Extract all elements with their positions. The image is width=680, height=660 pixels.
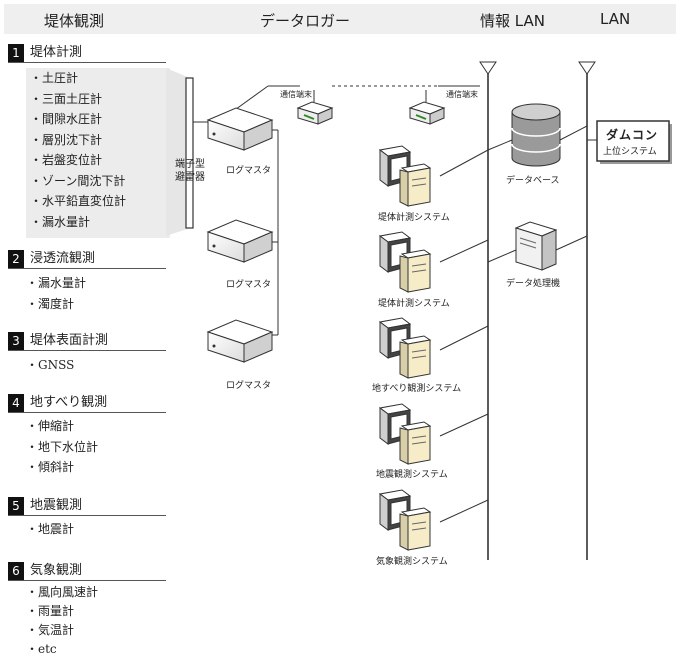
section-number: 2 xyxy=(8,250,24,268)
list-item: ・地震計 xyxy=(26,522,75,536)
antenna-icon xyxy=(479,61,497,75)
section-title: 浸透流観測 xyxy=(30,251,96,266)
system-label: 堤体計測システム xyxy=(378,299,450,309)
list-item: ・雨量計 xyxy=(26,604,75,618)
list-item: ・etc xyxy=(26,642,57,656)
link-line xyxy=(439,239,489,263)
section-title: 堤体計測 xyxy=(30,45,83,60)
section-5-header: 5 地震観測 xyxy=(8,497,166,516)
section-4-items: ・伸縮計 ・地下水位計 ・傾斜計 xyxy=(26,416,98,478)
system-label: 堤体計測システム xyxy=(378,213,450,223)
log-master-label: ログマスタ xyxy=(226,381,272,391)
workstation-icon xyxy=(378,403,432,465)
arrester-bar xyxy=(185,77,194,229)
section-2-items: ・漏水量計 ・濁度計 xyxy=(26,273,86,314)
log-master-icon xyxy=(206,219,274,263)
link-line xyxy=(439,413,489,437)
section-3-items: ・GNSS xyxy=(26,355,74,376)
link-line xyxy=(439,149,489,177)
link-line xyxy=(439,325,489,351)
section-2-header: 2 浸透流観測 xyxy=(8,250,166,269)
damcon-box xyxy=(596,120,670,162)
list-item: ・土圧計 xyxy=(30,71,79,85)
section-number: 3 xyxy=(8,332,24,350)
damcon-subtitle: 上位システム xyxy=(603,147,657,157)
link-line xyxy=(487,139,513,151)
list-item: ・ゾーン間沈下計 xyxy=(30,173,126,188)
section-3-header: 3 堤体表面計測 xyxy=(8,332,166,351)
system-label: 地すべり観測システム xyxy=(372,384,462,394)
list-item: ・間隙水圧計 xyxy=(30,112,103,126)
log-master-label: ログマスタ xyxy=(226,166,272,176)
list-item: ・気温計 xyxy=(26,623,75,637)
section-1-header: 1 堤体計測 xyxy=(8,44,166,63)
section-number: 5 xyxy=(8,497,24,515)
section-1-items: ・土圧計 ・三面土圧計 ・間隙水圧計 ・層別沈下計 ・岩盤変位計 ・ゾーン間沈下… xyxy=(26,68,170,238)
list-item: ・水平鉛直変位計 xyxy=(30,194,127,208)
header-bar xyxy=(4,4,676,34)
system-label: 気象観測システム xyxy=(376,557,448,567)
section-6-items: ・風向風速計 ・雨量計 ・気温計 ・etc xyxy=(26,583,98,659)
link-line xyxy=(231,85,269,113)
log-master-label: ログマスタ xyxy=(226,280,272,290)
comm-terminal-icon xyxy=(296,101,334,125)
list-item: ・三面土圧計 xyxy=(30,91,103,106)
antenna-icon xyxy=(578,61,596,75)
server-icon xyxy=(514,221,558,271)
list-item: ・層別沈下計 xyxy=(30,132,103,147)
section-title: 地すべり観測 xyxy=(30,395,108,410)
section-4-header: 4 地すべり観測 xyxy=(8,394,166,413)
database-label: データベース xyxy=(506,176,560,186)
header-col-mid: データロガー xyxy=(260,12,351,30)
log-master-icon xyxy=(206,319,274,363)
list-item: ・岩盤変位計 xyxy=(30,153,103,167)
header-col-left: 堤体観測 xyxy=(44,12,105,30)
section-title: 堤体表面計測 xyxy=(30,333,109,348)
section-title: 気象観測 xyxy=(30,563,83,578)
workstation-icon xyxy=(378,231,432,293)
processor-label: データ処理機 xyxy=(506,279,561,289)
list-item: ・傾斜計 xyxy=(26,460,75,474)
link-line xyxy=(487,249,517,263)
section-title: 地震観測 xyxy=(30,498,83,513)
header-col-lan: LAN xyxy=(600,10,631,28)
section-number: 4 xyxy=(8,394,24,412)
comm-terminal-icon xyxy=(408,101,446,125)
section-5-items: ・地震計 xyxy=(26,519,74,540)
header-text-row: 堤体観測 データロガー 情報 LAN LAN xyxy=(4,4,676,34)
list-item: ・伸縮計 xyxy=(26,419,75,433)
workstation-icon xyxy=(378,489,432,551)
funnel-connector xyxy=(166,68,190,236)
link-line xyxy=(559,125,588,141)
damcon-title: ダムコン xyxy=(606,128,659,142)
list-item: ・漏水量計 xyxy=(26,276,87,290)
list-item: ・地下水位計 xyxy=(26,439,99,454)
list-item: ・風向風速計 xyxy=(26,585,99,599)
section-6-header: 6 気象観測 xyxy=(8,562,166,581)
list-item: ・漏水量計 xyxy=(30,214,91,229)
workstation-icon xyxy=(378,145,432,207)
log-master-icon xyxy=(206,107,274,151)
system-label: 地震観測システム xyxy=(376,470,448,480)
header-col-info: 情報 LAN xyxy=(480,12,545,30)
list-item: ・GNSS xyxy=(26,358,75,372)
workstation-icon xyxy=(378,317,432,379)
database-icon xyxy=(511,103,561,167)
section-number: 1 xyxy=(8,44,24,62)
list-item: ・濁度計 xyxy=(26,296,75,311)
section-number: 6 xyxy=(8,562,24,580)
link-line xyxy=(555,235,588,251)
comm-terminal-label: 通信端末 xyxy=(280,90,312,99)
comm-terminal-label: 通信端末 xyxy=(446,90,478,99)
arrester-label: 端子型 避雷器 xyxy=(175,159,205,183)
link-line xyxy=(439,499,489,523)
